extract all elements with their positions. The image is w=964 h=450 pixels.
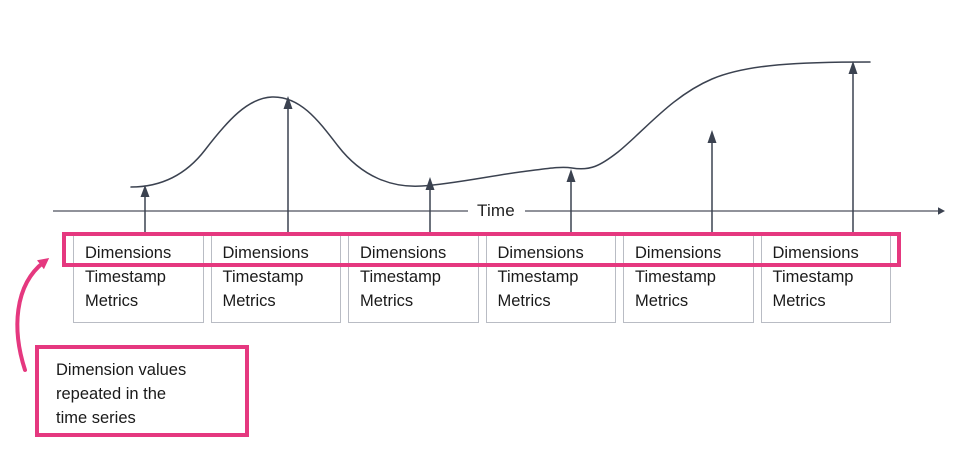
sample-arrow-head-5 [707,130,717,143]
record-metrics-label: Metrics [360,292,414,310]
record-dimensions-label: Dimensions [360,244,447,262]
record-timestamp-label: Timestamp [85,268,166,286]
sample-arrow-head-2 [283,96,293,109]
record-timestamp-label: Timestamp [772,268,854,286]
record-cards-row: Dimensions Timestamp Metrics Dimensions … [73,235,891,323]
time-axis-label: Time [470,201,522,221]
record-timestamp-label: Timestamp [635,268,716,286]
record-metrics-label: Metrics [222,292,276,310]
record-metrics-label: Metrics [85,292,139,310]
callout-box: Dimension values repeated in the time se… [35,345,249,437]
callout-line: time series [56,409,136,427]
sample-arrow-head-4 [566,169,576,182]
callout-line: repeated in the [56,385,167,403]
record-timestamp-label: Timestamp [497,268,579,286]
record-card[interactable]: Dimensions Timestamp Metrics [73,235,204,323]
record-dimensions-label: Dimensions [635,244,722,262]
callout-line: Dimension values [56,361,187,379]
record-dimensions-label: Dimensions [222,244,309,262]
record-metrics-label: Metrics [772,292,826,310]
record-metrics-label: Metrics [635,292,689,310]
sample-arrow-group [140,61,858,236]
record-dimensions-label: Dimensions [85,244,172,262]
record-metrics-label: Metrics [497,292,551,310]
sample-arrow-head-3 [425,177,435,190]
sample-arrow-head-6 [848,61,858,74]
record-card[interactable]: Dimensions Timestamp Metrics [348,235,479,323]
record-card[interactable]: Dimensions Timestamp Metrics [623,235,754,323]
sample-arrow-head-1 [140,185,150,197]
callout-connector-arrow [15,258,50,372]
time-series-curve [130,61,871,188]
record-card[interactable]: Dimensions Timestamp Metrics [210,235,341,323]
record-dimensions-label: Dimensions [497,244,584,262]
record-card[interactable]: Dimensions Timestamp Metrics [485,235,616,323]
record-timestamp-label: Timestamp [222,268,304,286]
record-timestamp-label: Timestamp [360,268,441,286]
record-dimensions-label: Dimensions [772,244,859,262]
record-card[interactable]: Dimensions Timestamp Metrics [760,235,891,323]
